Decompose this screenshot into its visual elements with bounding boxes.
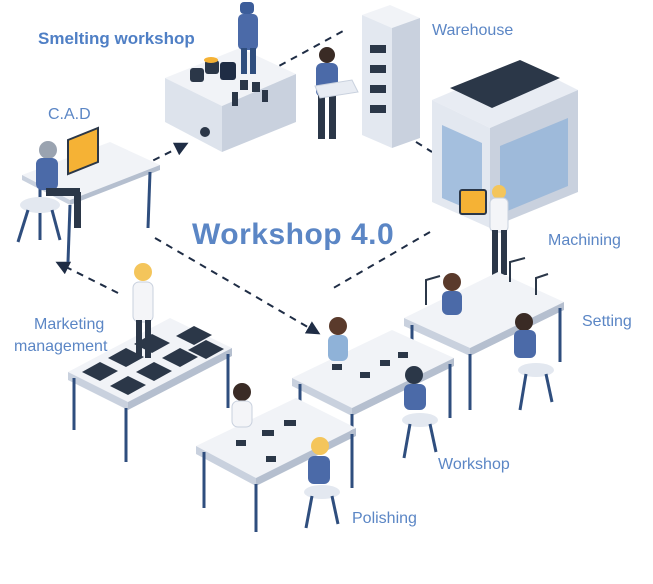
- polishing-label: Polishing: [352, 510, 417, 528]
- arrow-marketing-to-cad: [58, 263, 118, 293]
- center-title: Workshop 4.0: [192, 218, 394, 251]
- machining-label: Machining: [548, 232, 621, 250]
- setting-label: Setting: [582, 313, 632, 331]
- arrow-cad-to-workshop: [155, 238, 318, 333]
- smelting-workshop-station: [165, 2, 296, 152]
- marketing-station: [68, 263, 232, 462]
- setting-station: [404, 258, 564, 410]
- cad-label: C.A.D: [48, 106, 91, 124]
- warehouse-label: Warehouse: [432, 22, 513, 40]
- marketing-label-line2: management: [14, 338, 107, 356]
- cad-station: [18, 128, 160, 262]
- smelting-workshop-label: Smelting workshop: [38, 30, 195, 49]
- workshop-label: Workshop: [438, 456, 510, 474]
- warehouse-station: [315, 5, 420, 148]
- marketing-label-line1: Marketing: [34, 316, 104, 334]
